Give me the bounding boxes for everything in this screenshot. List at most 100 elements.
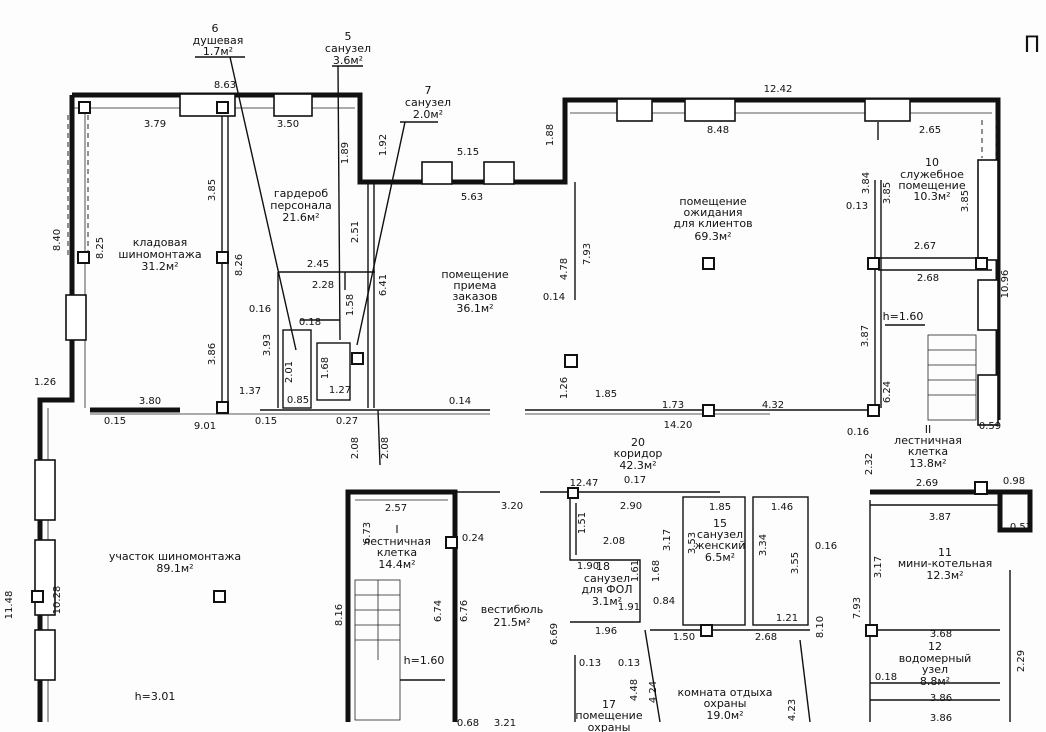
corner-mark: П xyxy=(1024,33,1041,58)
guard-name1: комната отдыха xyxy=(678,686,773,699)
recv-name2: приема xyxy=(453,279,496,292)
wait-name2: ожидания xyxy=(683,206,742,219)
dimension-label: 1.26 xyxy=(559,377,570,399)
vest-area: 21.5м² xyxy=(493,616,530,629)
dimension-label: 10.28 xyxy=(52,586,63,615)
dimension-label: 8.25 xyxy=(95,237,106,259)
dimension-label: 1.61 xyxy=(630,560,641,582)
dimension-label: 4.78 xyxy=(559,258,570,280)
dimension-label: 0.85 xyxy=(287,395,309,406)
dimension-label: 2.01 xyxy=(284,361,295,383)
stair2-area: 13.8м² xyxy=(909,457,946,470)
room-10-name2: помещение xyxy=(898,179,965,192)
dimension-label: 1.88 xyxy=(545,124,556,146)
dimension-label: 2.32 xyxy=(864,453,875,475)
dimension-label: 6.74 xyxy=(433,600,444,622)
room-17-name2: охраны xyxy=(588,721,631,732)
dimension-label: 3.17 xyxy=(873,556,884,578)
dimension-label: 1.51 xyxy=(577,512,588,534)
dimension-label: 2.57 xyxy=(385,503,407,514)
tyre-area: 89.1м² xyxy=(156,562,193,575)
room-7-area: 2.0м² xyxy=(413,108,443,121)
room-5-num: 5 xyxy=(345,30,352,43)
dimension-label: 3.87 xyxy=(929,512,951,523)
dimension-label: 0.16 xyxy=(249,304,271,315)
dimension-label: 2.68 xyxy=(917,273,939,284)
dimension-label: 1.46 xyxy=(771,502,793,513)
dimension-label: 0.16 xyxy=(847,427,869,438)
room-11-name: мини-котельная xyxy=(898,557,992,570)
stair1-area: 14.4м² xyxy=(378,558,415,571)
dimension-label: 4.24 xyxy=(648,681,659,703)
dimension-label: 3.17 xyxy=(662,529,673,551)
dimension-label: 2.68 xyxy=(755,632,777,643)
stair1-name1: лестничная xyxy=(363,535,431,548)
stair2-name1: лестничная xyxy=(894,434,962,447)
dimension-label: 11.48 xyxy=(4,591,15,620)
dimension-label: 0.98 xyxy=(1003,476,1025,487)
vest-name: вестибюль xyxy=(481,603,543,616)
dimension-label: 0.16 xyxy=(815,541,837,552)
dimension-label: 0.18 xyxy=(299,317,321,328)
room-18-num: 18 xyxy=(596,560,610,573)
dimension-label: 0.13 xyxy=(579,658,601,669)
dimension-label: 3.50 xyxy=(277,119,299,130)
store-name2: шиномонтажа xyxy=(118,248,201,261)
dimension-label: 3.80 xyxy=(139,396,161,407)
tyre-name: участок шиномонтажа xyxy=(109,550,241,563)
dimension-label: 8.26 xyxy=(234,254,245,276)
dimension-label: 1.21 xyxy=(776,613,798,624)
dimension-label: 3.20 xyxy=(501,501,523,512)
room-11-num: 11 xyxy=(938,546,952,559)
dimension-label: 6.73 xyxy=(362,522,373,544)
dimension-label: 2.08 xyxy=(350,437,361,459)
dimension-label: 4.32 xyxy=(762,400,784,411)
stair2-name2: клетка xyxy=(908,445,948,458)
dimension-label: 3.93 xyxy=(262,334,273,356)
room-18-name1: санузел xyxy=(584,572,630,585)
dimension-label: 1.89 xyxy=(340,142,351,164)
dimension-label: 3.34 xyxy=(758,534,769,556)
wait-name1: помещение xyxy=(679,195,746,208)
dimension-label: 0.18 xyxy=(875,672,897,683)
room-6-name: душевая xyxy=(193,34,244,47)
stairs-upper xyxy=(885,324,977,421)
room-labels: 6 душевая 1.7м² 5 санузел 3.6м² 7 санузе… xyxy=(109,22,992,732)
dimension-label: 3.55 xyxy=(790,552,801,574)
dimension-label: 2.08 xyxy=(380,437,391,459)
dimension-label: 1.85 xyxy=(595,389,617,400)
room-5-name: санузел xyxy=(325,42,371,55)
dimension-label: 6.24 xyxy=(882,381,893,403)
wardrobe-area: 21.6м² xyxy=(282,211,319,224)
room-7-num: 7 xyxy=(425,84,432,97)
dimension-label: 9.01 xyxy=(194,421,216,432)
dimension-label: 0.17 xyxy=(624,475,646,486)
dimension-label: 3.53 xyxy=(687,532,698,554)
room-18-area: 3.1м² xyxy=(592,595,622,608)
room-7-name: санузел xyxy=(405,96,451,109)
dimension-label: 1.37 xyxy=(239,386,261,397)
dimension-label: 7.93 xyxy=(852,597,863,619)
room-10-area: 10.3м² xyxy=(913,190,950,203)
room-20-area: 42.3м² xyxy=(619,459,656,472)
dimension-label: 12.42 xyxy=(764,84,793,95)
dimension-label: 3.87 xyxy=(860,325,871,347)
leader-lines xyxy=(195,56,438,466)
dimension-label: 0.24 xyxy=(462,533,484,544)
dimension-label: 3.86 xyxy=(930,693,952,704)
dimension-label: 0.15 xyxy=(255,416,277,427)
dimension-label: 12.47 xyxy=(570,478,599,489)
room-15-name2: женский xyxy=(695,539,746,552)
room-20-num: 20 xyxy=(631,436,645,449)
dimension-label: 3.79 xyxy=(144,119,166,130)
dimension-label: 3.86 xyxy=(207,343,218,365)
stair1-height: h=1.60 xyxy=(404,654,445,667)
recv-name1: помещение xyxy=(441,268,508,281)
dimension-label: 1.27 xyxy=(329,385,351,396)
dimension-label: 7.93 xyxy=(582,243,593,265)
dimension-label: 4.48 xyxy=(629,679,640,701)
dimension-label: 0.13 xyxy=(618,658,640,669)
